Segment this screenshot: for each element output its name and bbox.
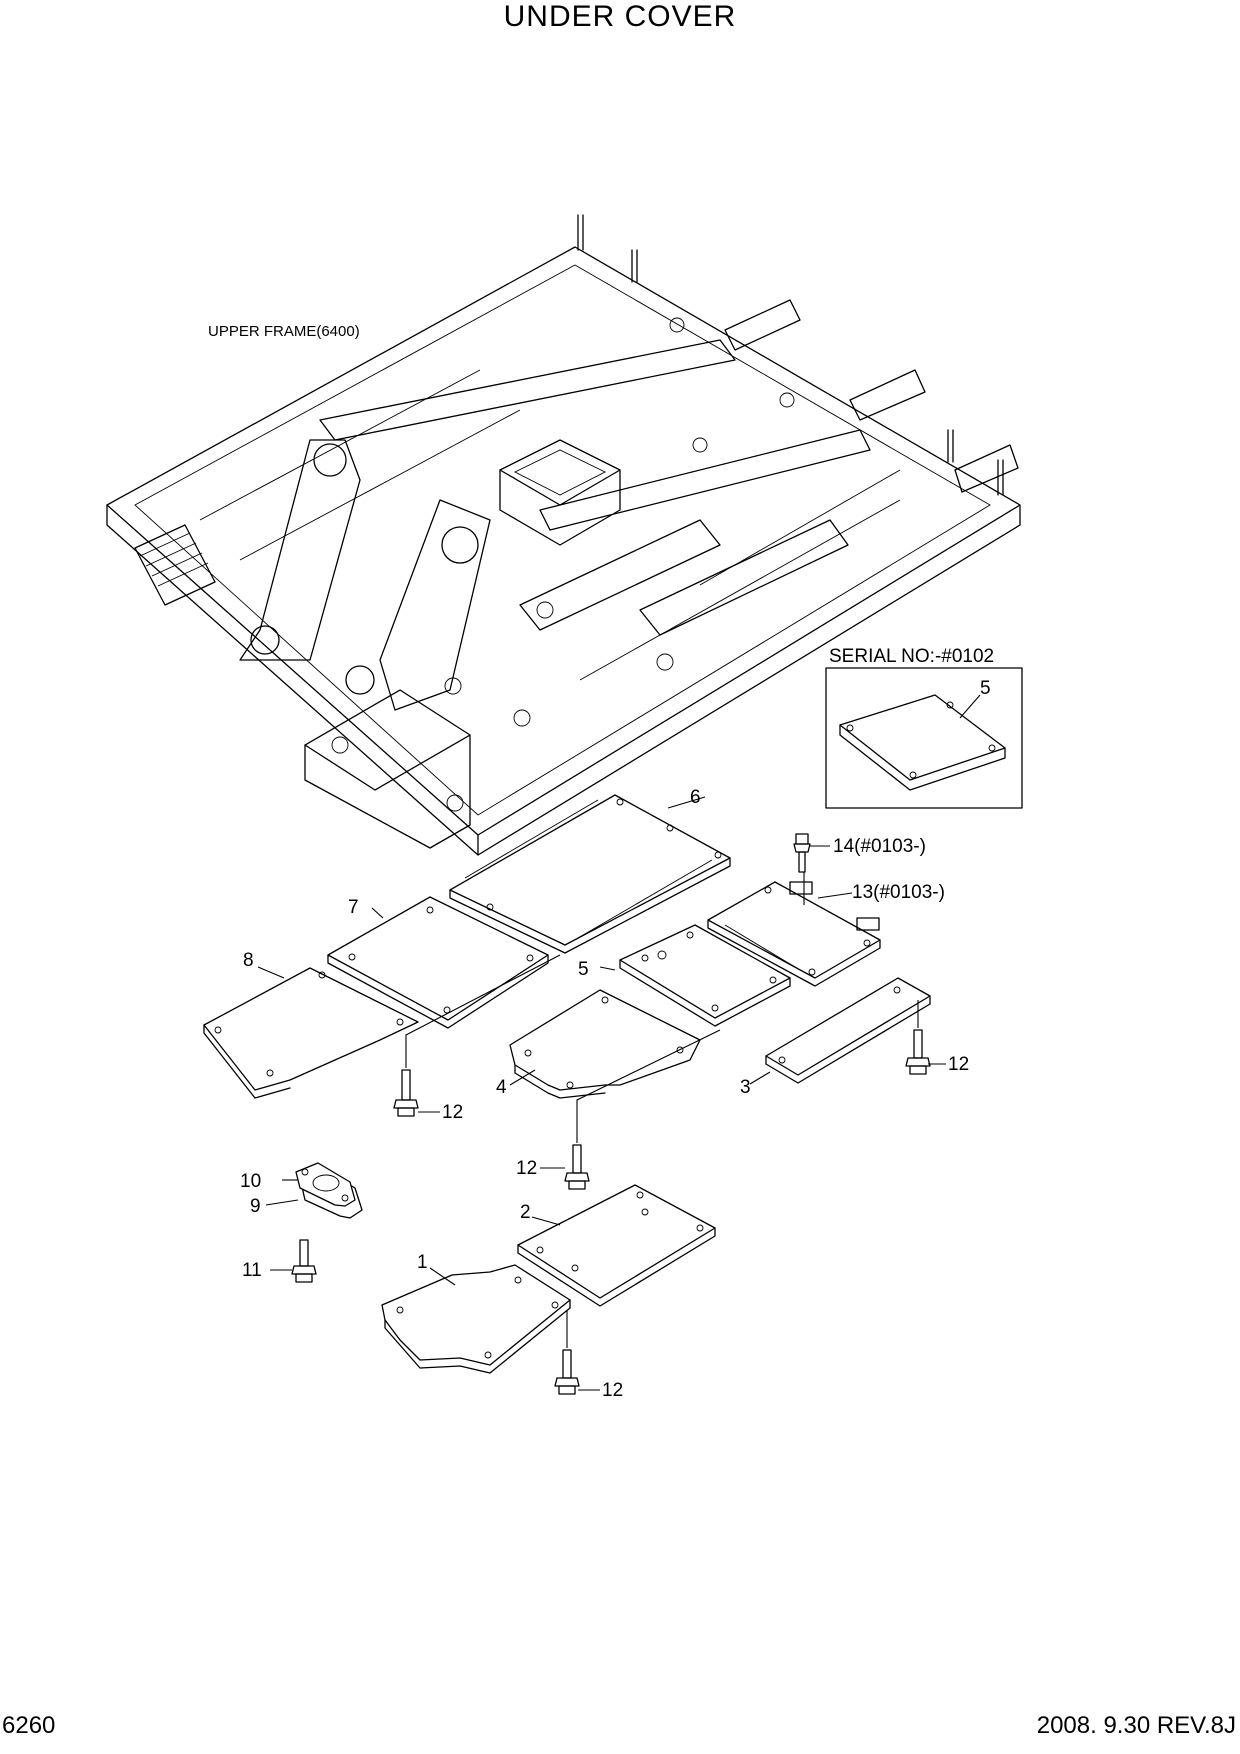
upper-frame-label: UPPER FRAME(6400) <box>208 323 360 340</box>
callout-13: 13(#0103-) <box>852 882 945 903</box>
bolt-14 <box>793 833 811 873</box>
plates-9-10 <box>295 1162 363 1219</box>
plate-2 <box>517 1184 716 1307</box>
callout-14: 14(#0103-) <box>833 836 926 857</box>
plate-13 <box>707 881 881 987</box>
revision-date: 2008. 9.30 REV.8J <box>1036 1712 1236 1739</box>
bolt-12-right <box>905 1029 931 1075</box>
serial-callout-5: 5 <box>980 678 991 699</box>
callout-6: 6 <box>690 787 701 808</box>
callout-12-middle: 12 <box>516 1158 537 1179</box>
callout-12-left: 12 <box>442 1102 463 1123</box>
bolt-11 <box>291 1239 317 1283</box>
callout-7: 7 <box>348 897 359 918</box>
page-title: UNDER COVER <box>503 0 737 33</box>
callout-12-bottom: 12 <box>602 1380 623 1401</box>
bolt-12-left <box>393 1069 419 1117</box>
callout-8: 8 <box>243 950 254 971</box>
callout-1: 1 <box>417 1252 428 1273</box>
plate-6 <box>449 794 731 954</box>
leader-lines <box>257 796 946 1391</box>
serial-no-label: SERIAL NO:-#0102 <box>829 646 994 667</box>
page-number: 6260 <box>2 1712 56 1739</box>
bolt-12-bottom <box>554 1349 580 1395</box>
callout-3: 3 <box>740 1077 751 1098</box>
callout-10: 10 <box>240 1171 261 1192</box>
plate-5 <box>619 924 791 1027</box>
callout-9: 9 <box>250 1196 261 1217</box>
plate-8 <box>203 967 419 1099</box>
callout-2: 2 <box>520 1202 531 1223</box>
plate-1 <box>381 1264 571 1374</box>
callout-12-right: 12 <box>948 1054 969 1075</box>
bolt-12-middle <box>564 1144 590 1190</box>
serial-inset <box>825 667 1023 809</box>
upper-frame-drawing <box>106 214 1021 856</box>
plate-4 <box>509 989 701 1099</box>
callout-4: 4 <box>496 1077 507 1098</box>
callout-11: 11 <box>242 1260 262 1281</box>
plate-3 <box>765 977 931 1084</box>
callout-5: 5 <box>578 959 589 980</box>
